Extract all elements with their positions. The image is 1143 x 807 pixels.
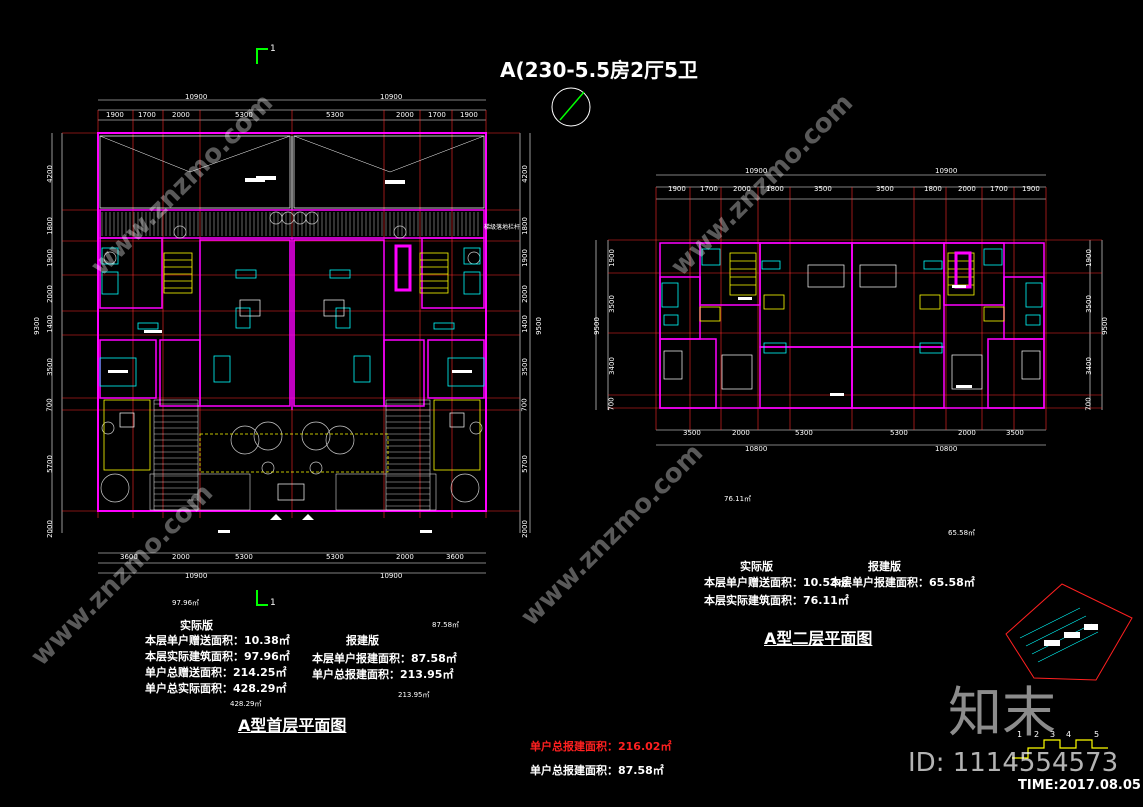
plan2-note-area2: 65.58㎡ xyxy=(948,529,976,537)
plan2-actual-heading: 实际版 xyxy=(740,560,773,573)
plan2-report-lines: 本层单户报建面积：65.58㎡ xyxy=(830,576,975,589)
plan1-side-note: 梯级落地栏杆 xyxy=(484,224,521,231)
total-report-white: 单户总报建面积：87.58㎡ xyxy=(530,764,664,777)
plan1-actual-lines: 本层单户赠送面积：10.38㎡ 本层实际建筑面积：97.96㎡ 单户总赠送面积：… xyxy=(145,634,290,695)
plan1-report-heading: 报建版 xyxy=(346,634,379,647)
plan1-note-area3: 428.29㎡ xyxy=(230,700,262,708)
plan2-title: A型二层平面图 xyxy=(764,629,873,648)
plan1-report-lines: 本层单户报建面积：87.58㎡ 单户总报建面积：213.95㎡ xyxy=(312,652,457,681)
plan1-note-area4: 213.95㎡ xyxy=(398,691,430,699)
second-floor-plan xyxy=(595,174,1103,446)
id-label: ID: 1114554573 xyxy=(908,748,1119,778)
site-key-plan xyxy=(1005,583,1133,681)
plan1-title: A型首层平面图 xyxy=(238,716,347,735)
section-mark-bottom-label: 1 xyxy=(270,598,276,608)
scale-bar xyxy=(1012,739,1108,759)
time-label: TIME:2017.08.05 xyxy=(1018,778,1141,793)
ground-floor-plan xyxy=(51,99,531,574)
north-arrow-icon xyxy=(551,87,591,127)
plan2-note-area1: 76.11㎡ xyxy=(724,495,752,503)
section-mark-top-label: 1 xyxy=(270,44,276,54)
total-report-red: 单户总报建面积：216.02㎡ xyxy=(530,740,672,753)
plan2-actual-lines: 本层单户赠送面积：10.53㎡ 本层实际建筑面积：76.11㎡ xyxy=(704,576,849,607)
plan1-actual-heading: 实际版 xyxy=(180,619,213,632)
main-title: A(230-5.5房2厅5卫 xyxy=(500,58,698,82)
brand-logo: 知末 xyxy=(948,681,1056,744)
plan2-report-heading: 报建版 xyxy=(868,560,901,573)
plan1-note-area1: 97.96㎡ xyxy=(172,599,200,607)
plan1-note-area2: 87.58㎡ xyxy=(432,621,460,629)
section-mark-bottom xyxy=(256,590,268,606)
section-mark-top xyxy=(256,48,268,64)
